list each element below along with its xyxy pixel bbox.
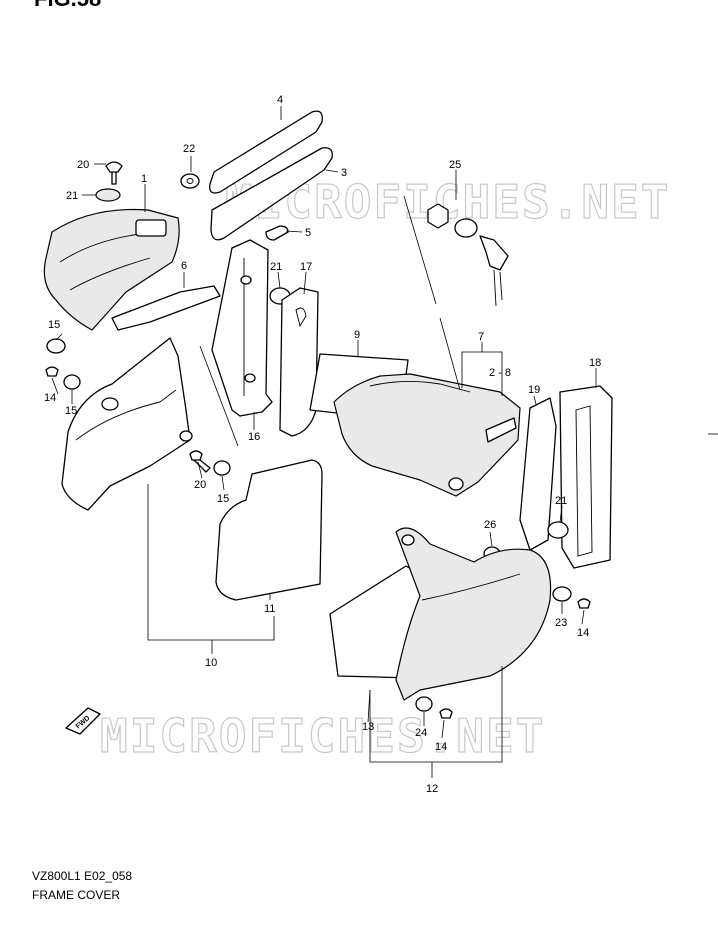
callout-23: 23 bbox=[555, 617, 567, 629]
callout-24: 24 bbox=[415, 727, 427, 739]
part-21-cushion-top bbox=[95, 188, 121, 202]
callout-4: 4 bbox=[277, 94, 283, 106]
part-16-bracket bbox=[211, 239, 273, 417]
callout-21-top: 21 bbox=[66, 190, 78, 202]
part-2-emblem bbox=[485, 417, 517, 443]
callout-6: 6 bbox=[181, 260, 187, 272]
callout-20-top: 20 bbox=[77, 159, 89, 171]
callout-3: 3 bbox=[341, 167, 347, 179]
figure-title: FIG.58 bbox=[34, 0, 101, 12]
callout-14-left: 14 bbox=[44, 392, 56, 404]
part-11-panel bbox=[215, 459, 323, 601]
leader-lines bbox=[51, 106, 597, 778]
part-1-bracket bbox=[135, 219, 167, 237]
part-25-lock bbox=[454, 218, 478, 238]
part-10-left-cover bbox=[61, 337, 191, 511]
part-1-front-cover bbox=[43, 208, 180, 331]
part-14-screw-lower bbox=[439, 708, 453, 719]
callout-13: 13 bbox=[362, 721, 374, 733]
part-3-panel bbox=[210, 147, 333, 241]
part-24-grommet bbox=[415, 696, 433, 712]
callout-12: 12 bbox=[426, 783, 438, 795]
part-15-grommet-c bbox=[213, 460, 231, 476]
callout-18: 18 bbox=[589, 357, 601, 369]
part-20-bolt-lower bbox=[189, 450, 211, 473]
callout-16: 16 bbox=[248, 431, 260, 443]
part-12-lower-cover bbox=[395, 527, 552, 701]
figure-name: FRAME COVER bbox=[32, 888, 121, 902]
part-19-strip bbox=[519, 397, 557, 551]
callout-21-right: 21 bbox=[555, 495, 567, 507]
callout-17: 17 bbox=[300, 261, 312, 273]
callout-11: 11 bbox=[264, 603, 275, 615]
callout-9: 9 bbox=[354, 329, 360, 341]
watermark-bottom: MICROFICHES.NET bbox=[100, 709, 545, 763]
part-25-nut bbox=[427, 203, 449, 229]
part-14-screw-left bbox=[45, 366, 59, 377]
part-6-strip bbox=[111, 285, 221, 331]
callout-22: 22 bbox=[183, 143, 195, 155]
callout-14-right: 14 bbox=[577, 627, 589, 639]
part-14-screw-right bbox=[577, 598, 591, 609]
callout-5: 5 bbox=[305, 227, 311, 239]
part-17-plate bbox=[279, 287, 319, 437]
callout-15-a: 15 bbox=[48, 319, 60, 331]
callout-10: 10 bbox=[205, 657, 217, 669]
part-25-key bbox=[479, 235, 509, 271]
part-15-grommet-a bbox=[46, 338, 66, 354]
part-21-cushion-right bbox=[547, 521, 569, 539]
callout-1: 1 bbox=[141, 173, 147, 185]
callout-20-lower: 20 bbox=[194, 479, 206, 491]
part-23-grommet bbox=[552, 586, 572, 602]
callout-15-b: 15 bbox=[65, 405, 77, 417]
part-15-grommet-b bbox=[63, 374, 81, 390]
part-7-right-side-cover bbox=[333, 373, 521, 497]
part-5-cylinder bbox=[265, 225, 289, 241]
figure-code: VZ800L1 E02_058 bbox=[32, 869, 133, 883]
callout-7: 7 bbox=[478, 331, 484, 343]
callout-26: 26 bbox=[484, 519, 496, 531]
callout-labels: 4 3 5 22 20 21 1 6 15 14 15 21 17 16 20 … bbox=[44, 94, 601, 795]
callout-14-lower: 14 bbox=[435, 741, 447, 753]
part-22-grommet bbox=[180, 173, 200, 189]
part-10-mount-hole bbox=[101, 397, 119, 411]
callout-21-mid: 21 bbox=[270, 261, 282, 273]
callout-15-c: 15 bbox=[217, 493, 229, 505]
callout-25: 25 bbox=[449, 159, 461, 171]
fwd-arrow-icon bbox=[65, 707, 101, 735]
callout-19: 19 bbox=[528, 384, 540, 396]
part-18-bracket bbox=[559, 385, 613, 569]
callout-2-8: 2 - 8 bbox=[489, 367, 511, 379]
part-4-panel bbox=[209, 110, 323, 194]
part-20-bolt-top bbox=[105, 161, 123, 185]
